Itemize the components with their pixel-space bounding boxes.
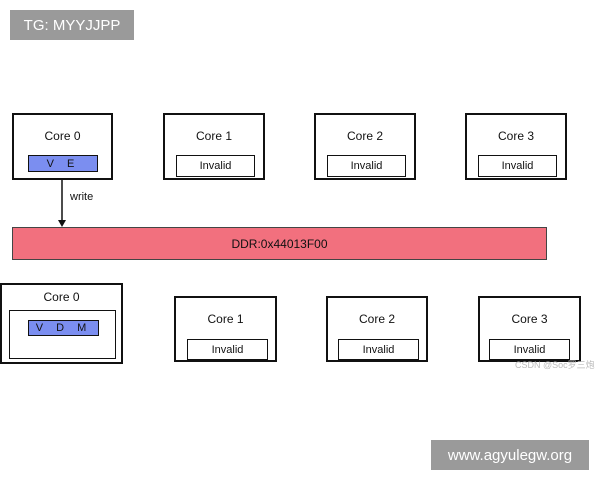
write-label: write	[70, 191, 94, 203]
top-core-1-box: Core 1 Invalid	[163, 113, 265, 180]
top-core-1-label: Core 1	[195, 129, 233, 143]
top-core-3-status: Invalid	[478, 155, 557, 177]
ddr-address-label: DDR:0x44013F00	[231, 236, 328, 251]
bottom-core-0-label: Core 0	[43, 290, 80, 304]
top-core-2-status: Invalid	[327, 155, 406, 177]
ddr-memory-bar: DDR:0x44013F00	[12, 227, 547, 260]
top-core-2-label: Core 2	[346, 129, 384, 143]
top-core-1-status: Invalid	[176, 155, 255, 177]
csdn-watermark: CSDN @Soc罗三炮	[515, 360, 595, 370]
bottom-core-0-box: Core 0 V D M	[0, 283, 123, 364]
watermark-top-left: TG: MYYJJPP	[10, 10, 134, 40]
top-core-0-label: Core 0	[44, 129, 81, 143]
bottom-core-3-status: Invalid	[489, 339, 570, 360]
bottom-core-0-status: V D M	[28, 320, 99, 336]
top-core-0-status: V E	[28, 155, 98, 172]
bottom-core-3-label: Core 3	[511, 312, 548, 326]
top-core-2-box: Core 2 Invalid	[314, 113, 416, 180]
watermark-bottom-right: www.agyulegw.org	[431, 440, 589, 470]
top-core-0-box: Core 0 V E	[12, 113, 113, 180]
bottom-core-1-label: Core 1	[207, 312, 244, 326]
bottom-core-2-label: Core 2	[358, 312, 396, 326]
bottom-core-2-box: Core 2 Invalid	[326, 296, 428, 362]
bottom-core-0-cache-frame: V D M	[9, 310, 116, 359]
top-core-3-label: Core 3	[497, 129, 535, 143]
top-core-3-box: Core 3 Invalid	[465, 113, 567, 180]
write-arrow-head	[58, 220, 66, 227]
bottom-core-1-box: Core 1 Invalid	[174, 296, 277, 362]
bottom-core-3-box: Core 3 Invalid	[478, 296, 581, 362]
bottom-core-2-status: Invalid	[338, 339, 419, 360]
bottom-core-1-status: Invalid	[187, 339, 268, 360]
